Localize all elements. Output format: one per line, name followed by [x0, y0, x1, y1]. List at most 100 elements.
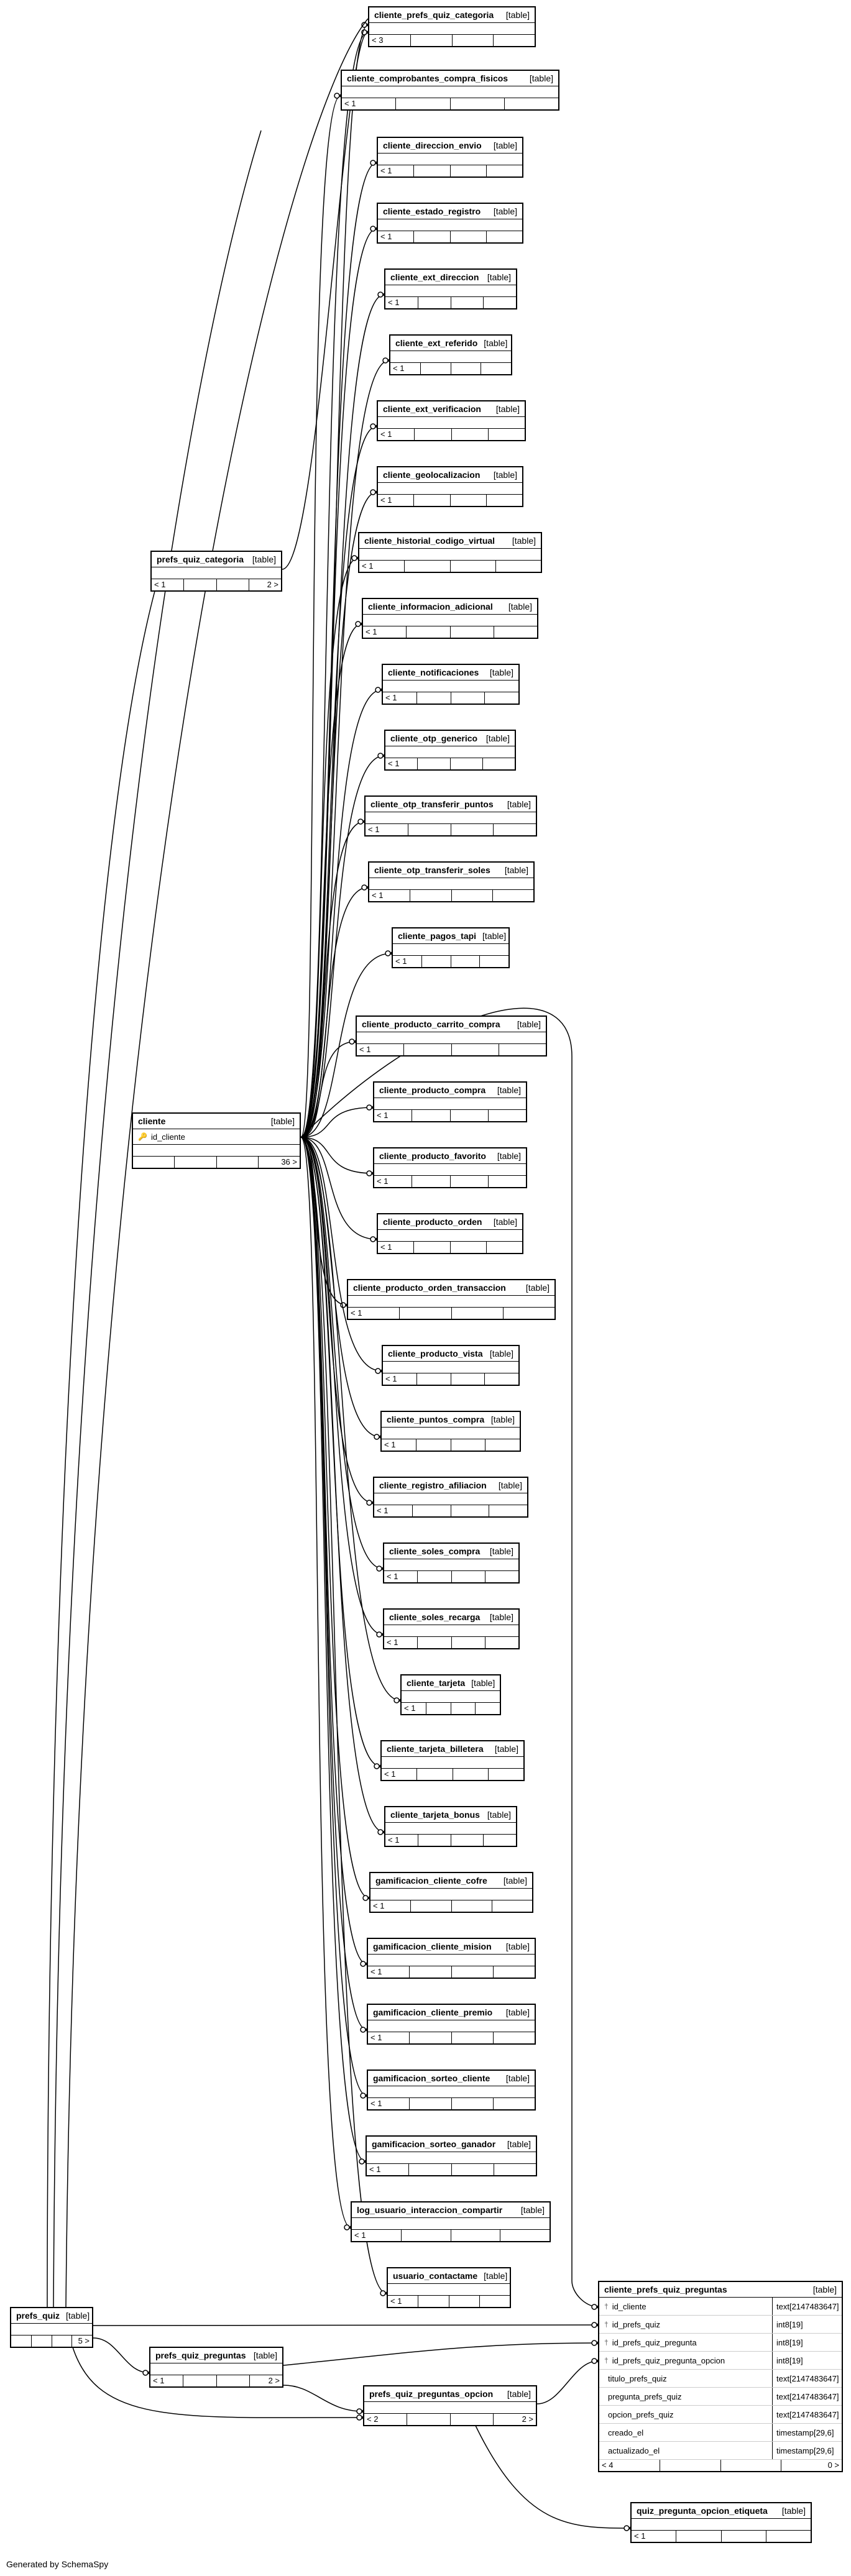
children-count[interactable]	[499, 1044, 546, 1055]
table-cliente-tarjeta-billetera[interactable]: cliente_tarjeta_billetera[table]< 1	[380, 1740, 525, 1781]
table-name[interactable]: cliente_producto_favorito	[379, 1151, 486, 1161]
table-header[interactable]: cliente[table]	[133, 1114, 300, 1129]
parents-count[interactable]: < 1	[378, 231, 415, 242]
table-cliente-notificaciones[interactable]: cliente_notificaciones[table]< 1	[382, 664, 520, 705]
table-header[interactable]: cliente_ext_referido[table]	[390, 336, 511, 351]
table-name[interactable]: prefs_quiz_preguntas_opcion	[369, 2389, 494, 2399]
table-name[interactable]: prefs_quiz	[16, 2311, 60, 2321]
children-count[interactable]	[496, 561, 541, 572]
table-cliente-pagos-tapi[interactable]: cliente_pagos_tapi[table]< 1	[392, 927, 510, 968]
children-count[interactable]	[476, 1703, 500, 1714]
table-name[interactable]: cliente_ext_direccion	[390, 272, 479, 282]
table-header[interactable]: cliente_direccion_envio[table]	[378, 138, 522, 154]
table-name[interactable]: cliente_otp_transferir_puntos	[370, 799, 494, 809]
table-cliente-otp-generico[interactable]: cliente_otp_generico[table]< 1	[384, 730, 516, 771]
children-count[interactable]	[494, 35, 535, 46]
table-usuario-contactame[interactable]: usuario_contactame[table]< 1	[387, 2267, 511, 2308]
children-count[interactable]	[504, 1308, 554, 1319]
table-cliente-ext-verificacion[interactable]: cliente_ext_verificacion[table]< 1	[377, 400, 526, 441]
table-header[interactable]: gamificacion_sorteo_cliente[table]	[368, 2071, 535, 2086]
parents-count[interactable]: < 4	[599, 2460, 660, 2471]
table-name[interactable]: cliente_producto_orden_transaccion	[353, 1283, 506, 1293]
table-header[interactable]: cliente_otp_transferir_soles[table]	[369, 863, 533, 878]
table-header[interactable]: cliente_otp_generico[table]	[385, 731, 515, 746]
table-cliente[interactable]: cliente[table]🔑id_cliente 36 >	[132, 1112, 301, 1169]
children-count[interactable]	[505, 98, 558, 109]
table-header[interactable]: gamificacion_cliente_premio[table]	[368, 2005, 535, 2020]
children-count[interactable]	[485, 1637, 518, 1648]
table-name[interactable]: cliente_pagos_tapi	[398, 931, 477, 941]
table-name[interactable]: cliente_informacion_adicional	[368, 602, 493, 612]
table-cliente-producto-orden-transaccion[interactable]: cliente_producto_orden_transaccion[table…	[347, 1279, 556, 1320]
children-count[interactable]	[489, 1110, 526, 1121]
table-header[interactable]: prefs_quiz_preguntas_opcion[table]	[364, 2386, 536, 2402]
children-count[interactable]	[485, 1373, 518, 1385]
children-count[interactable]	[494, 2098, 535, 2109]
table-cliente-tarjeta[interactable]: cliente_tarjeta[table]< 1	[400, 1674, 501, 1715]
parents-count[interactable]: < 1	[368, 1966, 410, 1978]
children-count[interactable]: 36 >	[281, 1157, 297, 1167]
table-name[interactable]: cliente_prefs_quiz_preguntas	[604, 2285, 727, 2294]
children-count[interactable]	[487, 165, 522, 176]
children-count[interactable]	[484, 1835, 516, 1846]
children-count[interactable]	[489, 1505, 527, 1516]
children-count[interactable]	[494, 1966, 535, 1978]
table-name[interactable]: cliente_tarjeta	[407, 1678, 466, 1688]
table-gamificacion-cliente-mision[interactable]: gamificacion_cliente_mision[table] < 1	[367, 1938, 536, 1979]
parents-count[interactable]: < 1	[366, 824, 408, 835]
parents-count[interactable]: < 1	[150, 2375, 184, 2386]
table-header[interactable]: cliente_historial_codigo_virtual[table]	[359, 533, 541, 549]
children-count[interactable]	[766, 2531, 811, 2542]
table-name[interactable]: quiz_pregunta_opcion_etiqueta	[637, 2506, 768, 2516]
table-name[interactable]: cliente_historial_codigo_virtual	[364, 536, 495, 546]
table-log-usuario-interaccion-compartir[interactable]: log_usuario_interaccion_compartir[table]…	[351, 2201, 551, 2242]
table-cliente-comprobantes-compra-fisicos[interactable]: cliente_comprobantes_compra_fisicos[tabl…	[341, 70, 559, 111]
table-name[interactable]: cliente_producto_vista	[388, 1349, 483, 1359]
parents-count[interactable]: < 1	[385, 297, 418, 308]
parents-count[interactable]: < 1	[384, 1637, 418, 1648]
table-header[interactable]: log_usuario_interaccion_compartir[table]	[352, 2202, 550, 2218]
table-header[interactable]: gamificacion_sorteo_ganador[table]	[367, 2137, 536, 2152]
table-name[interactable]: cliente_producto_compra	[379, 1085, 486, 1095]
children-count[interactable]: 2 >	[267, 580, 278, 589]
table-gamificacion-cliente-premio[interactable]: gamificacion_cliente_premio[table] < 1	[367, 2004, 536, 2045]
table-header[interactable]: prefs_quiz_categoria[table]	[152, 552, 281, 567]
table-name[interactable]: prefs_quiz_preguntas	[155, 2350, 246, 2360]
table-cliente-producto-vista[interactable]: cliente_producto_vista[table]< 1	[382, 1345, 520, 1386]
table-header[interactable]: prefs_quiz_preguntas[table]	[150, 2348, 282, 2363]
table-header[interactable]: quiz_pregunta_opcion_etiqueta[table]	[632, 2503, 811, 2519]
table-cliente-tarjeta-bonus[interactable]: cliente_tarjeta_bonus[table]< 1	[384, 1806, 517, 1847]
table-header[interactable]: usuario_contactame[table]	[388, 2268, 510, 2284]
parents-count[interactable]: < 1	[374, 1505, 413, 1516]
table-name[interactable]: cliente_tarjeta_bonus	[390, 1810, 480, 1820]
table-cliente-direccion-envio[interactable]: cliente_direccion_envio[table]< 1	[377, 137, 523, 178]
table-cliente-ext-referido[interactable]: cliente_ext_referido[table]< 1	[389, 334, 512, 375]
table-name[interactable]: cliente_tarjeta_billetera	[387, 1744, 484, 1754]
parents-count[interactable]: < 1	[382, 1769, 418, 1780]
table-name[interactable]: gamificacion_sorteo_ganador	[372, 2139, 496, 2149]
table-name[interactable]: log_usuario_interaccion_compartir	[357, 2205, 503, 2215]
children-count[interactable]	[493, 890, 533, 901]
table-header[interactable]: prefs_quiz[table]	[11, 2308, 92, 2324]
parents-count[interactable]: < 1	[359, 561, 405, 572]
table-header[interactable]: cliente_registro_afiliacion[table]	[374, 1478, 527, 1493]
table-cliente-otp-transferir-puntos[interactable]: cliente_otp_transferir_puntos[table]< 1	[364, 795, 537, 837]
children-count[interactable]	[484, 297, 516, 308]
parents-count[interactable]: < 1	[152, 579, 185, 590]
column-row[interactable]: 🔑id_cliente	[133, 1129, 300, 1145]
parents-count[interactable]: < 3	[369, 35, 411, 46]
parents-count[interactable]: < 1	[352, 2230, 402, 2241]
table-quiz-pregunta-opcion-etiqueta[interactable]: quiz_pregunta_opcion_etiqueta[table]< 1	[630, 2502, 812, 2543]
children-count[interactable]	[485, 1439, 520, 1451]
table-name[interactable]: gamificacion_sorteo_cliente	[373, 2073, 490, 2083]
table-header[interactable]: cliente_informacion_adicional[table]	[363, 599, 537, 615]
table-header[interactable]: cliente_tarjeta[table]	[402, 1675, 500, 1691]
parents-count[interactable]: < 1	[368, 2032, 410, 2043]
children-count[interactable]	[487, 231, 522, 242]
table-header[interactable]: gamificacion_cliente_mision[table]	[368, 1939, 535, 1955]
table-gamificacion-sorteo-ganador[interactable]: gamificacion_sorteo_ganador[table]< 1	[366, 2135, 537, 2176]
table-name[interactable]: cliente_ext_verificacion	[383, 404, 481, 414]
